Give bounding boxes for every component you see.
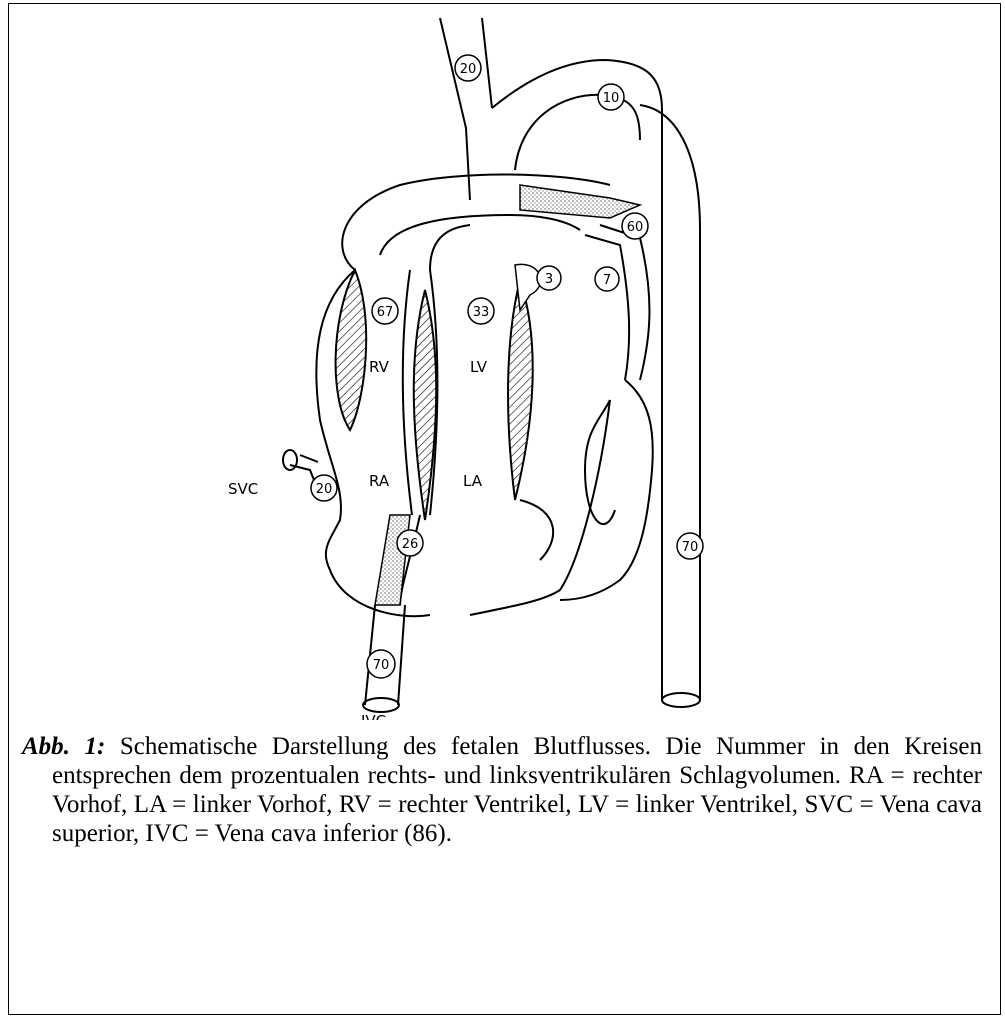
value-svc-top: 20 xyxy=(460,62,477,77)
label-la: LA xyxy=(463,472,483,490)
label-lv: LV xyxy=(470,358,488,376)
label-rv: RV xyxy=(369,358,390,376)
caption-label: Abb. 1: xyxy=(22,733,105,760)
label-ivc: IVC xyxy=(361,712,386,720)
caption-text: Schematische Darstellung des fetalen Blu… xyxy=(52,733,982,847)
value-aorta-desc: 70 xyxy=(682,540,699,555)
value-lv: 33 xyxy=(473,305,490,320)
value-rv: 67 xyxy=(377,305,394,320)
fetal-circulation-diagram: 20 10 60 67 33 3 7 20 26 70 70 RV LV RA … xyxy=(0,0,1005,720)
value-coronary: 3 xyxy=(545,272,553,287)
value-lungs: 7 xyxy=(603,273,611,288)
figure-caption: Abb. 1: Schematische Darstellung des fet… xyxy=(22,732,982,848)
label-svc: SVC xyxy=(228,480,258,498)
label-ra: RA xyxy=(369,472,390,490)
value-svc: 20 xyxy=(316,482,333,497)
value-foramen: 26 xyxy=(402,537,419,552)
value-ivc: 70 xyxy=(373,658,390,673)
value-arch: 10 xyxy=(603,91,620,106)
value-ductus: 60 xyxy=(627,220,644,235)
chamber-labels: RV LV RA LA SVC IVC xyxy=(228,358,488,720)
